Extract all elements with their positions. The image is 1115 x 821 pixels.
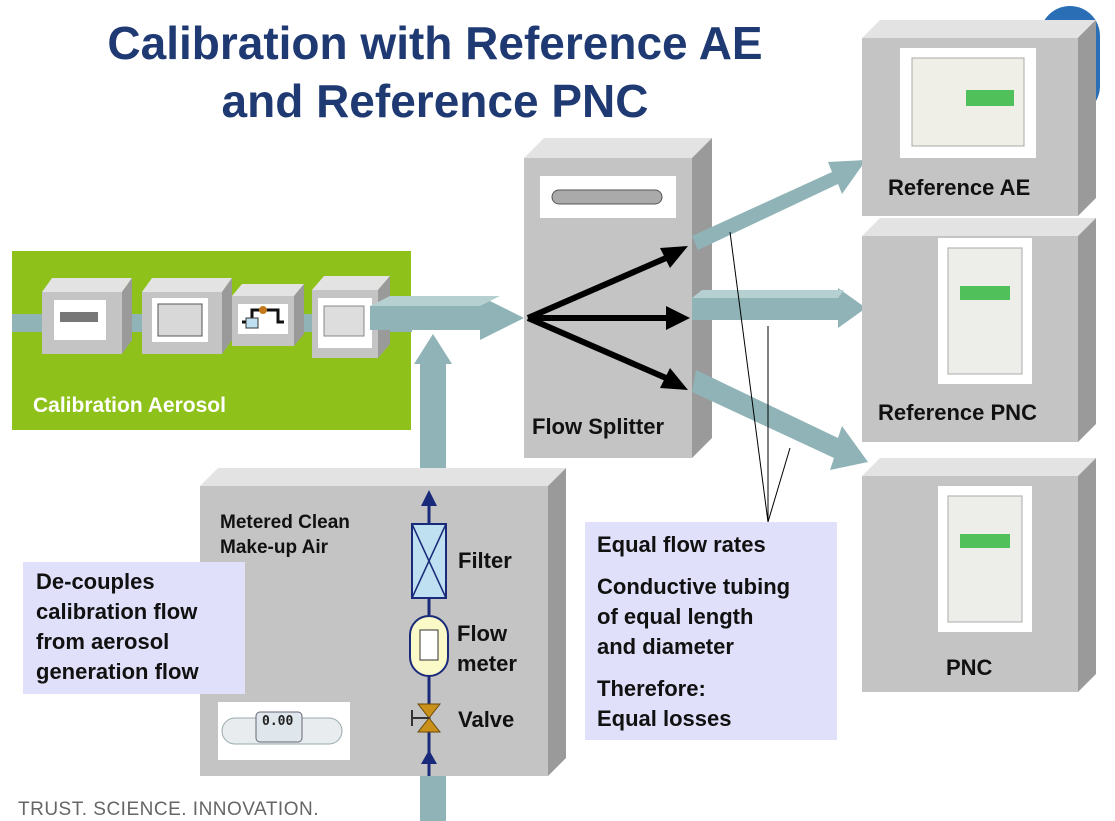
main-pipe (370, 296, 524, 340)
therefore-line-2: Equal losses (597, 706, 732, 731)
filter-label: Filter (458, 548, 512, 573)
pnc-label: PNC (946, 655, 993, 680)
calibration-aerosol-label: Calibration Aerosol (33, 394, 226, 417)
reference-ae-box (862, 20, 1096, 216)
metered-air-label: Metered Clean Make-up Air (220, 510, 350, 560)
decouple-note: De-couples calibration flow from aerosol… (23, 562, 245, 694)
title-line-1: Calibration with Reference AE (107, 17, 763, 69)
decouple-line-2: calibration flow (36, 599, 198, 624)
valve-label: Valve (458, 707, 515, 732)
instrument-box-2 (142, 278, 232, 354)
annotation-lines (729, 231, 791, 523)
slide-title: Calibration with Reference AE and Refere… (40, 14, 830, 130)
flow-splitter-label: Flow Splitter (532, 414, 664, 439)
equal-flow-note: Equal flow rates Conductive tubing of eq… (585, 522, 837, 740)
pipe-to-reference-ae (692, 160, 866, 250)
valve-icon (411, 703, 442, 733)
flow-meter-line-1: Flow (457, 621, 508, 646)
flowmeter-photo (218, 702, 350, 760)
therefore-line-1: Therefore: (597, 676, 706, 701)
pipe-to-reference-pnc (692, 288, 866, 328)
flowmeter-display: 0.00 (262, 714, 294, 729)
tubing-line-2: of equal length (597, 604, 754, 629)
instrument-box-3 (232, 284, 304, 346)
splitter-arrowheads (660, 246, 690, 390)
pnc-box (862, 458, 1096, 692)
reference-pnc-box (862, 218, 1096, 442)
decouple-line-3: from aerosol (36, 629, 170, 654)
filter-icon (411, 523, 447, 599)
metered-air-line-1: Metered Clean (220, 512, 350, 533)
tubing-line-3: and diameter (597, 634, 734, 659)
splitter-arrows (526, 255, 670, 381)
equal-flow-line: Equal flow rates (597, 532, 766, 557)
flow-meter-line-2: meter (457, 651, 517, 676)
metered-air-line-2: Make-up Air (220, 537, 329, 558)
reference-ae-label: Reference AE (888, 175, 1031, 200)
flow-meter-icon (409, 615, 449, 677)
decouple-line-4: generation flow (36, 659, 199, 684)
pipe-to-pnc (692, 370, 868, 470)
footer-tagline: TRUST. SCIENCE. INNOVATION. (18, 799, 319, 820)
reference-pnc-label: Reference PNC (878, 400, 1037, 425)
instrument-box-4 (312, 276, 390, 358)
flow-meter-label: Flow meter (457, 619, 517, 679)
instrument-box-1 (42, 278, 132, 354)
flow-splitter-box (524, 138, 712, 458)
title-line-2: and Reference PNC (221, 75, 649, 127)
tubing-line-1: Conductive tubing (597, 574, 791, 599)
decouple-line-1: De-couples (36, 569, 155, 594)
makeup-air-pipe (414, 334, 452, 821)
